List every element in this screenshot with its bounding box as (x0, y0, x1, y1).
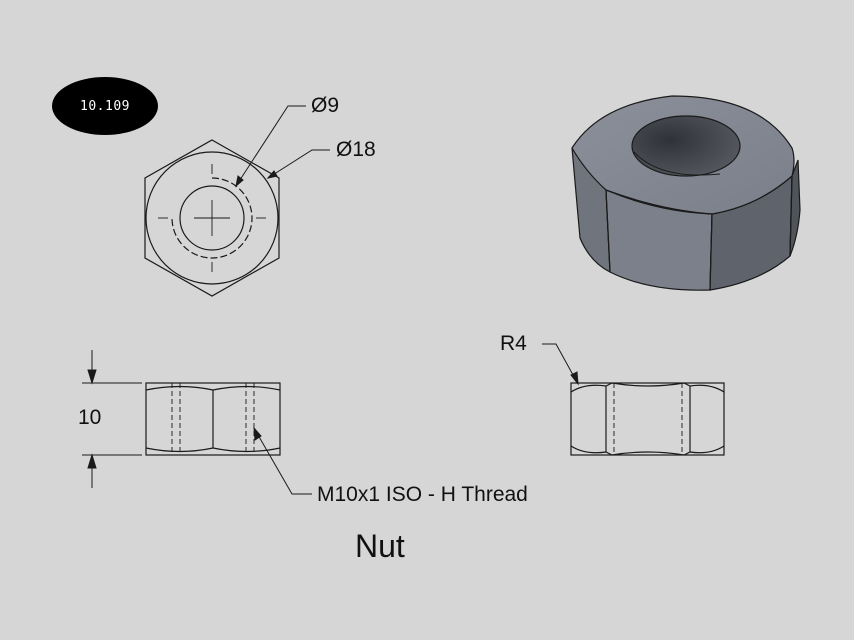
height-label: 10 (78, 406, 102, 429)
front-view (145, 382, 281, 456)
top-view-thread-arc (172, 178, 252, 258)
thread-spec-label: M10x1 ISO - H Thread (317, 483, 528, 506)
top-view-hexagon (145, 140, 279, 296)
leader-outer-arrow (268, 171, 277, 178)
thread-leader (254, 428, 312, 494)
side-view (570, 382, 725, 456)
side-view-chamfer-top (571, 383, 724, 392)
nut-edge-3 (790, 176, 792, 256)
drawing-number-badge: 10.109 (52, 77, 158, 135)
front-view-outline (145, 382, 281, 456)
top-view-chamfer-circle (146, 152, 278, 284)
radius-label: R4 (500, 332, 527, 355)
nut-chamfer-front (606, 190, 712, 214)
radius-leader-line (542, 344, 578, 384)
front-view-chamfer-top (146, 387, 280, 391)
thread-leader-arrow (254, 428, 261, 440)
nut-hole-rim (634, 152, 720, 175)
front-view-chamfer-bottom (146, 448, 280, 452)
isometric-nut (572, 96, 800, 290)
diameter-leaders (236, 106, 330, 186)
drawing-title: Nut (355, 528, 405, 564)
height-arrow-top (88, 370, 96, 383)
radius-leader (542, 344, 578, 384)
thread-leader-line (254, 428, 312, 494)
leader-outer-diameter (268, 150, 330, 178)
nut-edge-2 (710, 214, 712, 290)
leader-hole-arrow (236, 176, 243, 186)
top-view-hole-circle (180, 186, 244, 250)
hole-diameter-label: Ø9 (311, 94, 340, 117)
nut-hole (632, 116, 740, 176)
side-view-outline (570, 382, 725, 456)
radius-leader-arrow (571, 372, 578, 384)
side-view-chamfer-bottom (571, 446, 724, 455)
height-arrow-bottom (88, 455, 96, 468)
nut-edge-1 (606, 190, 610, 272)
top-view (145, 140, 279, 296)
height-dimension (82, 350, 142, 488)
outer-diameter-label: Ø18 (336, 138, 376, 161)
leader-hole-diameter (236, 106, 306, 186)
